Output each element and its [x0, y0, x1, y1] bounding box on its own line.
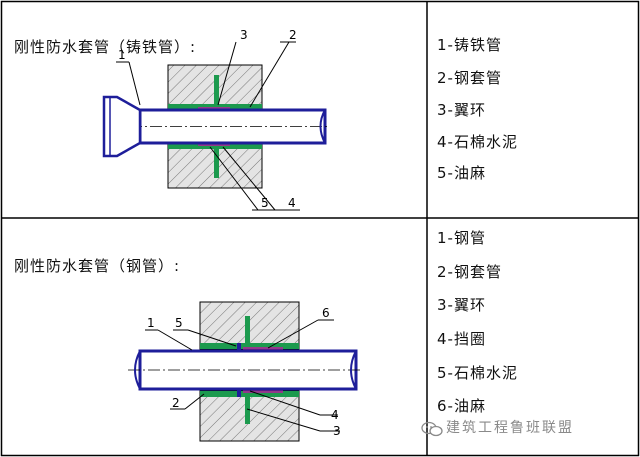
row2-callout-4: 4 — [331, 408, 339, 422]
row1-wing-ring-top — [214, 75, 219, 109]
watermark-text: 建筑工程鲁班联盟 — [446, 420, 574, 436]
row2-wing-ring-top — [245, 316, 250, 349]
row2-legend-item-5: 5-石棉水泥 — [437, 364, 518, 382]
row2-title: 刚性防水套管（钢管）: — [14, 257, 181, 275]
row2-legend-item-6: 6-油麻 — [437, 397, 486, 415]
row2-retaining-ring-top — [237, 343, 241, 355]
row2-legend-item-2: 2-钢套管 — [437, 263, 502, 281]
row2-legend-item-4: 4-挡圈 — [437, 330, 486, 348]
row2-callout-1: 1 — [147, 316, 155, 330]
row2-wing-ring-bottom — [245, 391, 250, 424]
row2-diagram: 1 5 6 2 4 3 — [128, 301, 362, 442]
row1-callout-1: 1 — [118, 48, 126, 62]
row1-legend-item-4: 4-石棉水泥 — [437, 133, 518, 151]
row1-legend-item-2: 2-钢套管 — [437, 69, 502, 87]
wechat-icon — [421, 421, 443, 437]
row1-title: 刚性防水套管（铸铁管）: — [14, 38, 197, 56]
row2-legend-item-1: 1-钢管 — [437, 229, 486, 247]
row1-callout-2: 2 — [289, 28, 297, 42]
row1-legend-item-3: 3-翼环 — [437, 101, 486, 119]
row1-callout-5: 5 — [261, 196, 269, 210]
row2-callout-5: 5 — [175, 316, 183, 330]
row1-callout-3: 3 — [240, 28, 248, 42]
row1-wing-ring-bottom — [214, 144, 219, 178]
row1-diagram: 1 2 3 4 5 — [102, 28, 330, 211]
row1-socket — [102, 95, 142, 158]
row2-retaining-ring-bottom — [237, 385, 241, 397]
row2-callout-2: 2 — [172, 396, 180, 410]
row2-callout-3: 3 — [333, 424, 341, 438]
row2-callout-6: 6 — [322, 306, 330, 320]
row1-callout-4: 4 — [288, 196, 296, 210]
row2-legend-item-3: 3-翼环 — [437, 296, 486, 314]
row1-legend-item-5: 5-油麻 — [437, 164, 486, 182]
row1-legend-item-1: 1-铸铁管 — [437, 36, 502, 54]
